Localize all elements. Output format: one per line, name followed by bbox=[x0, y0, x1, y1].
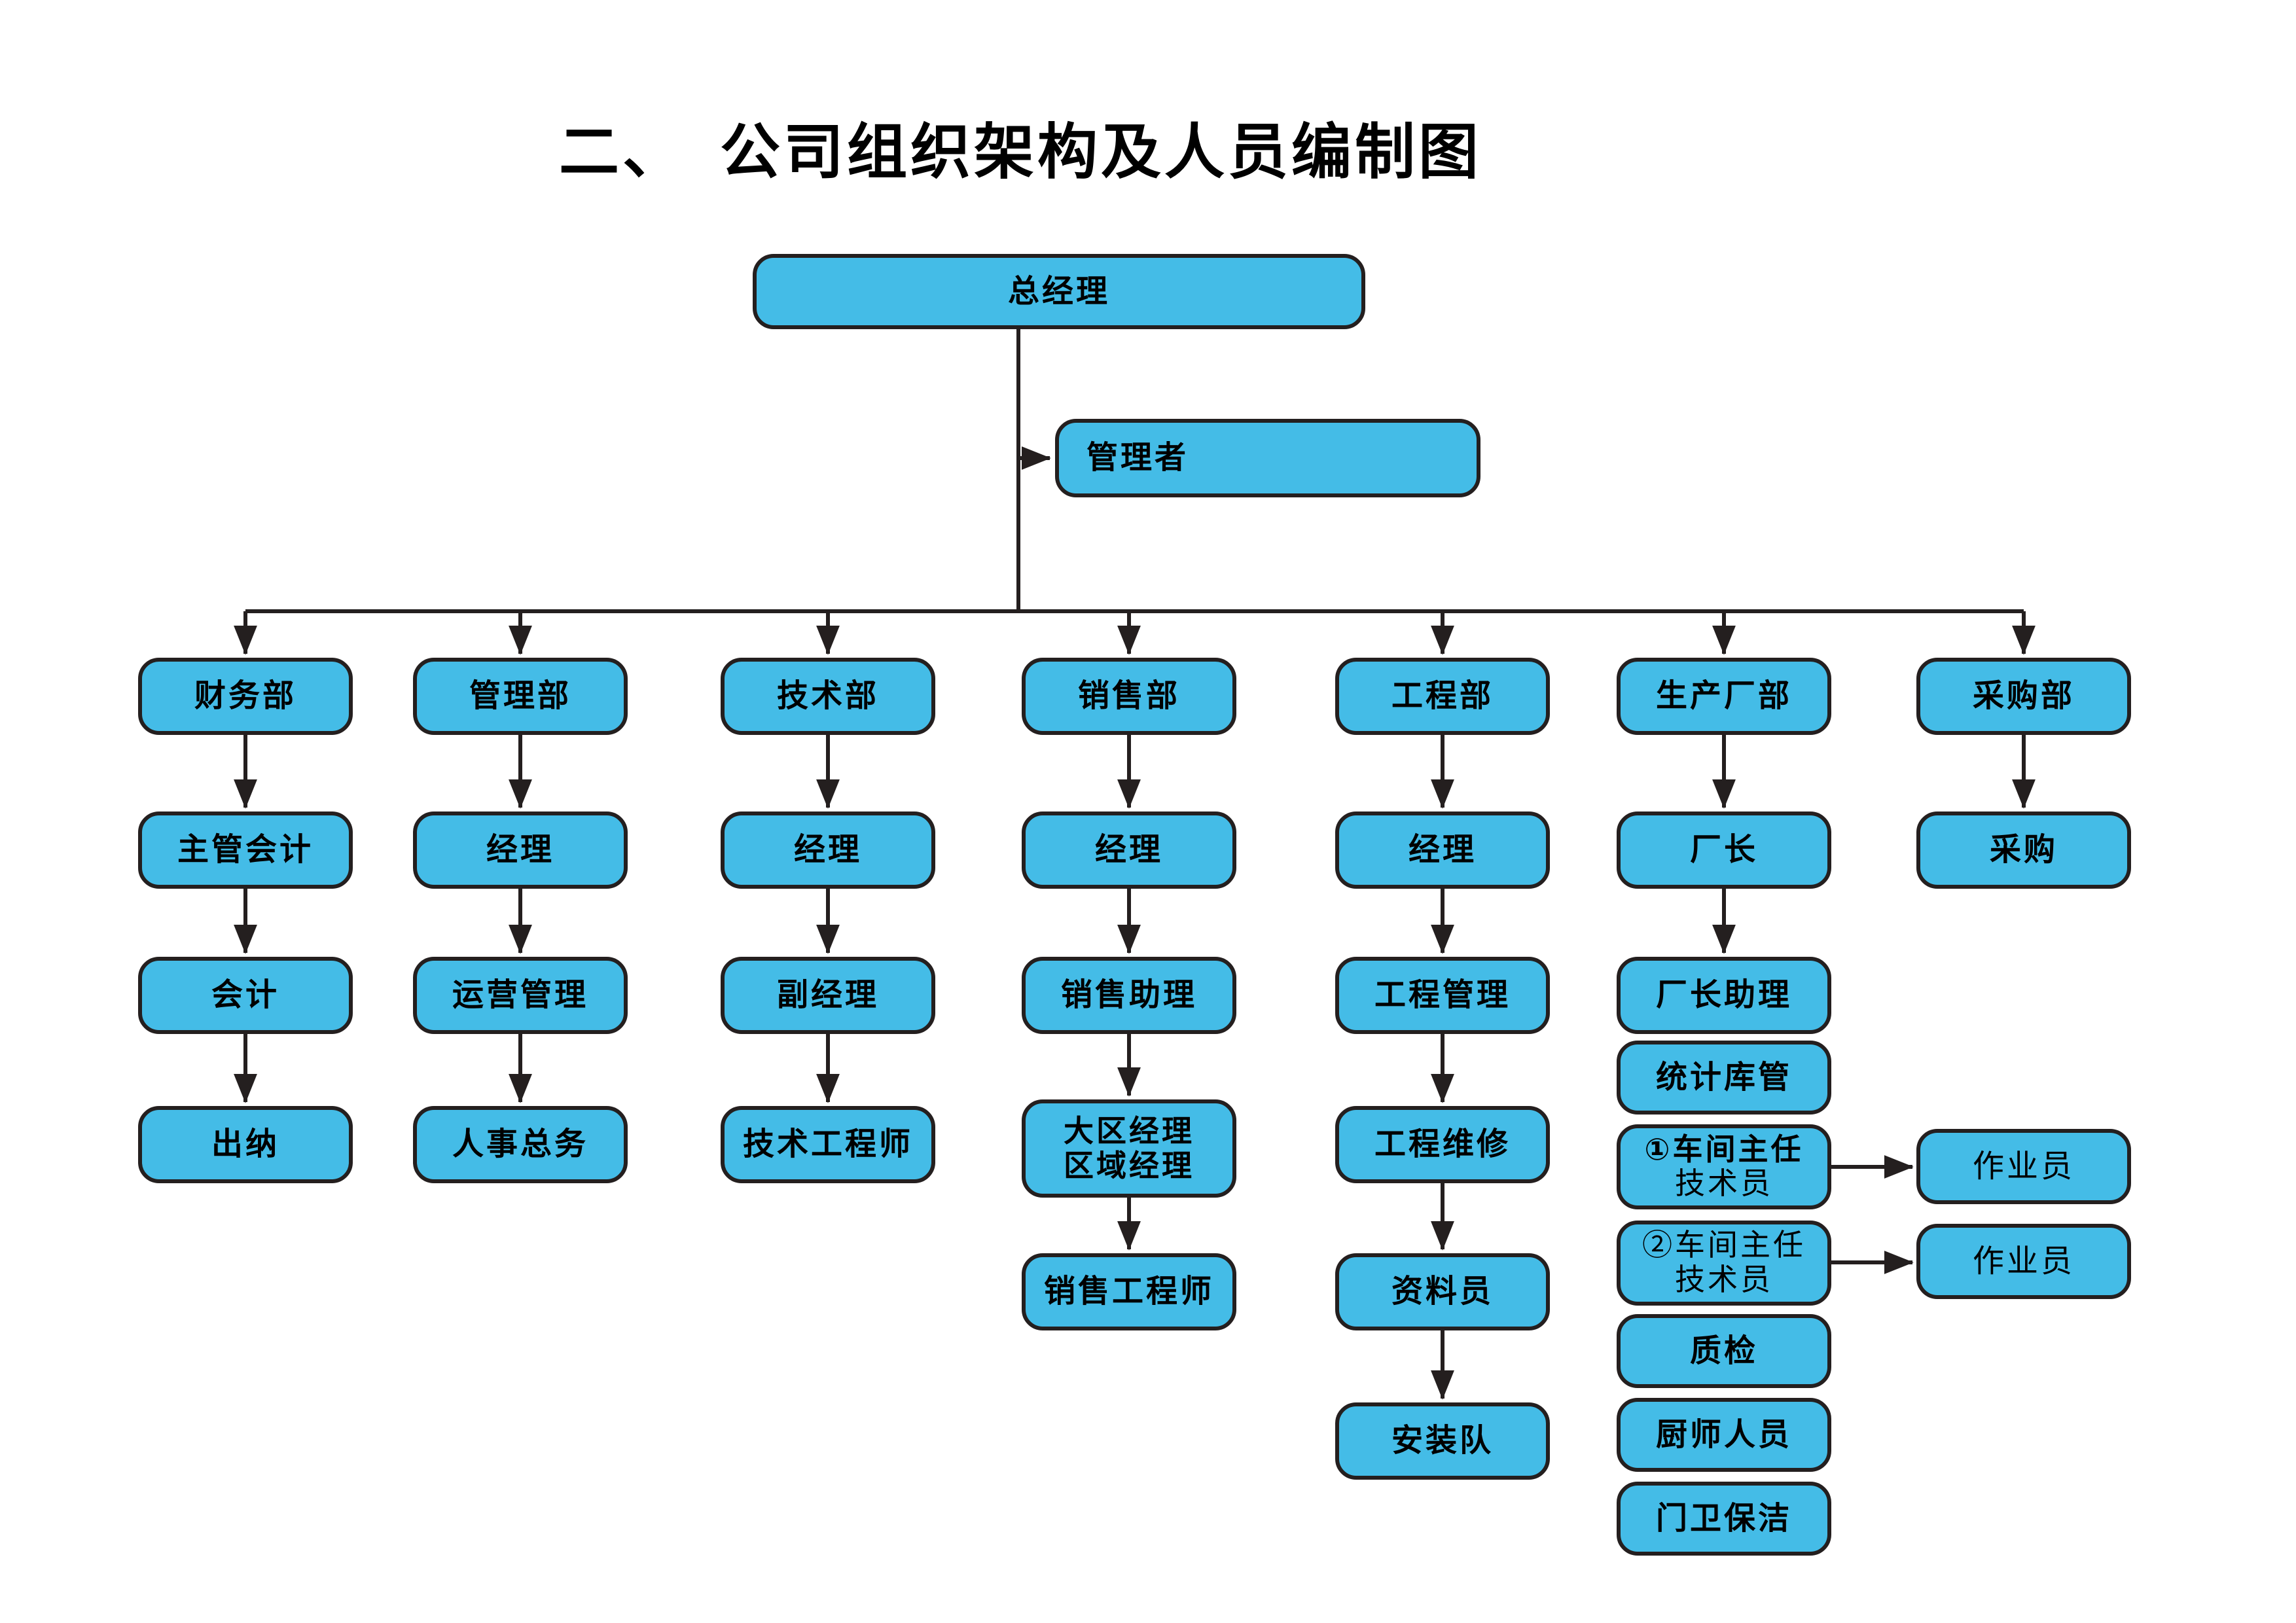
node-operator-2: 作业员 bbox=[1916, 1224, 2131, 1299]
node-engineering-management: 工程管理 bbox=[1335, 957, 1550, 1034]
title-text: 公司组织架构及人员编制图 bbox=[720, 119, 1482, 186]
node-sales-manager: 经理 bbox=[1022, 812, 1236, 889]
node-tech-dept: 技术部 bbox=[721, 658, 935, 735]
connector-ceo-trunk bbox=[245, 329, 2024, 613]
node-sales-assistant: 销售助理 bbox=[1022, 957, 1236, 1034]
node-document-clerk: 资料员 bbox=[1335, 1253, 1550, 1330]
node-general-manager: 总经理 bbox=[753, 254, 1365, 329]
node-engineering-maintenance: 工程维修 bbox=[1335, 1106, 1550, 1183]
node-procurement: 采购 bbox=[1916, 812, 2131, 889]
node-workshop1-director: ①车间主任技术员 bbox=[1617, 1124, 1831, 1209]
node-production-dept: 生产厂部 bbox=[1617, 658, 1831, 735]
node-regional-manager: 大区经理区域经理 bbox=[1022, 1099, 1236, 1198]
node-operations-management: 运营管理 bbox=[413, 957, 628, 1034]
connector-branch-drops bbox=[234, 611, 2036, 655]
title-number: 二、 bbox=[559, 119, 687, 186]
node-hr-general-affairs: 人事总务 bbox=[413, 1106, 628, 1183]
node-finance-dept: 财务部 bbox=[138, 658, 353, 735]
node-admin-dept: 管理部 bbox=[413, 658, 628, 735]
node-cashier: 出纳 bbox=[138, 1106, 353, 1183]
node-workshop2-director: ②车间主任技术员 bbox=[1617, 1221, 1831, 1306]
node-admin-manager: 经理 bbox=[413, 812, 628, 889]
page-title: 二、公司组织架构及人员编制图 bbox=[559, 103, 1482, 190]
node-sales-engineer: 销售工程师 bbox=[1022, 1253, 1236, 1330]
node-sales-dept: 销售部 bbox=[1022, 658, 1236, 735]
node-engineering-manager: 经理 bbox=[1335, 812, 1550, 889]
node-accountant: 会计 bbox=[138, 957, 353, 1034]
node-operator-1: 作业员 bbox=[1916, 1129, 2131, 1204]
node-quality-inspection: 质检 bbox=[1617, 1314, 1831, 1388]
node-factory-director: 厂长 bbox=[1617, 812, 1831, 889]
node-kitchen-staff: 厨师人员 bbox=[1617, 1398, 1831, 1472]
node-gate-cleaning: 门卫保洁 bbox=[1617, 1482, 1831, 1556]
node-installation-team: 安装队 bbox=[1335, 1402, 1550, 1480]
node-tech-manager: 经理 bbox=[721, 812, 935, 889]
node-director-assistant: 厂长助理 bbox=[1617, 957, 1831, 1034]
node-stats-warehouse-keeper: 统计库管 bbox=[1617, 1041, 1831, 1115]
node-engineering-dept: 工程部 bbox=[1335, 658, 1550, 735]
node-deputy-manager: 副经理 bbox=[721, 957, 935, 1034]
node-procurement-dept: 采购部 bbox=[1916, 658, 2131, 735]
connector-production-chain bbox=[1712, 735, 1914, 1274]
node-technical-engineer: 技术工程师 bbox=[721, 1106, 935, 1183]
node-chief-accountant: 主管会计 bbox=[138, 812, 353, 889]
node-manager: 管理者 bbox=[1055, 419, 1480, 497]
